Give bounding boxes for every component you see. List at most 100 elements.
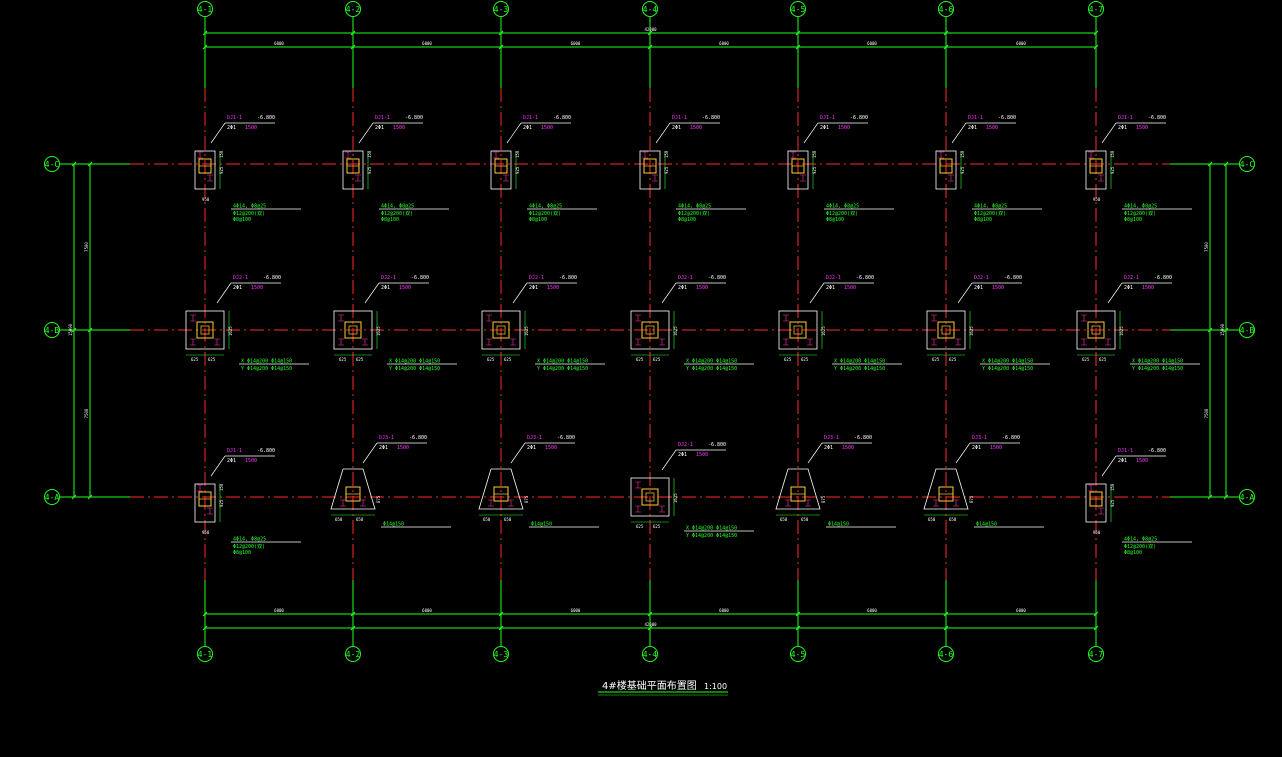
footing-elevation: -6.800: [708, 275, 726, 281]
footing-name: DJ1-1: [375, 115, 390, 121]
footing-end-label: 950: [1093, 197, 1101, 202]
footing-side-label: 925: [219, 499, 224, 507]
dim-left-segment-label: 7500: [84, 242, 89, 252]
footing-half-right: 625: [504, 357, 512, 362]
dim-right-segment-label: 7500: [1204, 408, 1209, 418]
rebar-mark: [486, 314, 492, 322]
dim-top-segment-label: 6000: [719, 41, 729, 46]
dim-bottom-segment-label: 6000: [719, 608, 729, 613]
rebar-mark: [1098, 507, 1104, 515]
footing-half-right: 650: [356, 517, 364, 522]
column-outline: [344, 321, 362, 339]
footing-note-3: Φ8@100: [678, 217, 696, 223]
footing-note-3: Φ8@100: [1124, 217, 1142, 223]
footing-top-label: 150: [1110, 150, 1115, 158]
rebar-mark: [659, 505, 665, 513]
dim-bottom-segment-label: 6000: [867, 608, 877, 613]
dim-tick: [1093, 611, 1099, 617]
rebar-mark: [1105, 338, 1111, 346]
footing-top-note: 2Φ1: [678, 285, 687, 291]
footing-outline: [935, 150, 957, 190]
footing-side-label: 1625: [524, 326, 529, 336]
footing-note-1: Φ14@150: [976, 522, 997, 528]
column-outline: [641, 321, 659, 339]
column-outline: [196, 321, 214, 339]
grid-bubble-bottom-label: 4-2: [346, 650, 361, 659]
dim-top-segment-label: 6000: [274, 41, 284, 46]
footing-end-label: 950: [202, 197, 210, 202]
footing-name: DJ2-1: [974, 275, 989, 281]
grid-bubble-bottom-label: 4-6: [939, 650, 954, 659]
footing-top-note: 2Φ1: [1118, 125, 1127, 131]
dim-tick: [350, 30, 356, 36]
rebar-mark: [190, 314, 196, 322]
dim-tick: [202, 44, 208, 50]
footing-top-label: 150: [1110, 483, 1115, 491]
rebar-mark: [635, 338, 641, 346]
footing-half-right: 625: [356, 357, 364, 362]
footing-outline: [490, 150, 512, 190]
dim-bottom-overall-label: 42000: [644, 622, 657, 627]
grid-bubble-left-circle: [44, 489, 60, 505]
footing-name: DJ2-1: [529, 275, 544, 281]
dim-tick: [202, 30, 208, 36]
footing-outline: [478, 468, 524, 510]
rebar-mark: [338, 338, 344, 346]
footing-leader: [358, 122, 374, 144]
rebar-mark: [362, 338, 368, 346]
footing-accent: 1500: [696, 285, 708, 291]
footing-accent: 1500: [245, 125, 257, 131]
grid-bubble-bottom-circle: [790, 646, 806, 662]
footing-note-1: Φ14@150: [383, 522, 404, 528]
footing-outline: [775, 468, 821, 510]
footing-note-1: X Φ14@200 Φ14@150: [834, 359, 885, 365]
footing-top-note: 2Φ1: [678, 452, 687, 458]
rebar-mark: [197, 151, 203, 159]
dim-tick: [647, 30, 653, 36]
footing-note-1: 4Φ14, Φ8@25: [1124, 537, 1157, 543]
footing-leader: [210, 122, 226, 144]
footing-name: DJ2-1: [1124, 275, 1139, 281]
footing-top-note: 2Φ1: [227, 125, 236, 131]
footing-side-label: 875: [821, 495, 826, 503]
rebar-mark: [800, 174, 806, 182]
footing-half-left: 625: [636, 357, 644, 362]
footing-note-1: X Φ14@200 Φ14@150: [982, 359, 1033, 365]
dim-tick: [795, 625, 801, 631]
grid-bubble-top-label: 4-6: [939, 5, 954, 14]
footing-note-1: X Φ14@200 Φ14@150: [241, 359, 292, 365]
footing-leader: [510, 442, 526, 464]
footing-side-label: 925: [1110, 166, 1115, 174]
footing-elevation: -6.800: [263, 275, 281, 281]
column-core: [1091, 325, 1101, 335]
footing-side-label: 1625: [821, 326, 826, 336]
footing-leader: [362, 442, 378, 464]
footing-name: DJ2-1: [678, 275, 693, 281]
footing-top-label: 150: [367, 150, 372, 158]
footing-leader: [1101, 122, 1117, 144]
footing-note-1: 4Φ14, Φ8@25: [1124, 204, 1157, 210]
footing-top-note: 2Φ1: [826, 285, 835, 291]
footing-outline: [185, 310, 225, 350]
rebar-mark: [486, 338, 492, 346]
grid-bubble-bottom-label: 4-5: [791, 650, 806, 659]
footing-outline: [630, 477, 670, 517]
footing-note-2: Y Φ14@200 Φ14@150: [982, 366, 1033, 372]
rebar-mark: [783, 338, 789, 346]
footing-outline: [194, 150, 216, 190]
grid-bubble-top-label: 4-5: [791, 5, 806, 14]
footing-note-3: Φ8@100: [529, 217, 547, 223]
footing-elevation: -6.800: [411, 275, 429, 281]
column-outline: [789, 321, 807, 339]
footing-half-right: 650: [504, 517, 512, 522]
dim-bottom-segment-label: 6000: [274, 608, 284, 613]
footing-leader: [807, 442, 823, 464]
grid-bubble-top-circle: [493, 1, 509, 17]
footing-note-2: Φ12@200(双): [1124, 544, 1156, 550]
rebar-mark: [360, 499, 366, 507]
